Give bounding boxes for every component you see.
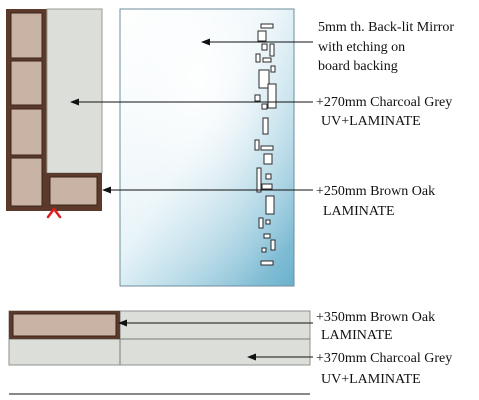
callout-charcoal-270: +270mm Charcoal Grey UV+LAMINATE (316, 95, 452, 129)
etching-mark (262, 57, 272, 63)
etching-mark (261, 247, 267, 253)
red-caret-icon (46, 207, 62, 219)
etching-mark (258, 69, 270, 89)
charcoal-grey-panel-270 (46, 8, 103, 174)
callout-charcoal-370-line2: UV+LAMINATE (321, 372, 421, 387)
etching-mark (269, 43, 275, 57)
arrow-head-icon (70, 98, 79, 106)
tall-cabinet (6, 9, 47, 211)
callout-mirror-line3: board backing (318, 59, 398, 74)
callout-charcoal-370: +370mm Charcoal Grey UV+LAMINATE (316, 351, 452, 387)
etching-mark (265, 195, 275, 215)
callout-mirror-line1: 5mm th. Back-lit Mirror (318, 20, 454, 35)
etching-mark (258, 217, 264, 229)
callout-brown-350: +350mm Brown Oak LAMINATE (316, 310, 435, 343)
brown-oak-box-250 (44, 173, 102, 211)
arrowheads (70, 38, 256, 361)
brown-oak-box-panel (49, 176, 98, 206)
callout-brown-250-line1: +250mm Brown Oak (316, 184, 435, 199)
etching-mark (257, 30, 267, 42)
etching-mark (260, 260, 274, 266)
etching-mark (261, 183, 273, 190)
cabinet-shelf-4 (10, 157, 43, 207)
etching-mark (261, 43, 268, 51)
etching-mark (270, 239, 276, 251)
etching-mark (267, 83, 277, 109)
etching-mark (265, 219, 271, 225)
callout-brown-350-line2: LAMINATE (321, 328, 393, 343)
callout-charcoal-370-line1: +370mm Charcoal Grey (316, 351, 452, 366)
arrow-head-icon (102, 186, 111, 194)
etching-mark (254, 139, 260, 151)
etching-mark (263, 153, 273, 165)
mirror-etching (254, 23, 277, 266)
etching-mark (256, 167, 262, 193)
bottom-unit (8, 310, 311, 366)
cabinet-shelf-3 (10, 108, 43, 156)
back-lit-mirror (119, 8, 295, 287)
cabinet-shelf-1 (10, 12, 43, 59)
callout-brown-250-line2: LAMINATE (323, 204, 395, 219)
arrow-head-icon (118, 319, 127, 327)
callout-charcoal-270-line1: +270mm Charcoal Grey (316, 95, 452, 110)
etching-mark (260, 145, 274, 151)
etching-mark (263, 233, 271, 239)
callout-mirror: 5mm th. Back-lit Mirror with etching on … (318, 20, 454, 74)
callout-brown-250: +250mm Brown Oak LAMINATE (316, 184, 435, 219)
arrow-head-icon (247, 353, 256, 361)
callout-mirror-line2: with etching on (318, 40, 405, 55)
etching-mark (260, 23, 274, 29)
callout-charcoal-270-line2: UV+LAMINATE (321, 114, 421, 129)
mirror-border (119, 8, 295, 287)
brown-oak-drawer-panel-350 (12, 313, 117, 337)
leader-lines (75, 41, 313, 358)
etching-mark (254, 94, 261, 102)
etching-mark (261, 103, 268, 110)
etching-mark (265, 173, 272, 180)
cabinet-shelf-2 (10, 60, 43, 106)
callout-brown-350-line1: +350mm Brown Oak (316, 310, 435, 325)
arrow-head-icon (201, 38, 210, 46)
etching-mark (270, 65, 276, 73)
etching-mark (255, 53, 261, 63)
etching-mark (262, 117, 269, 135)
